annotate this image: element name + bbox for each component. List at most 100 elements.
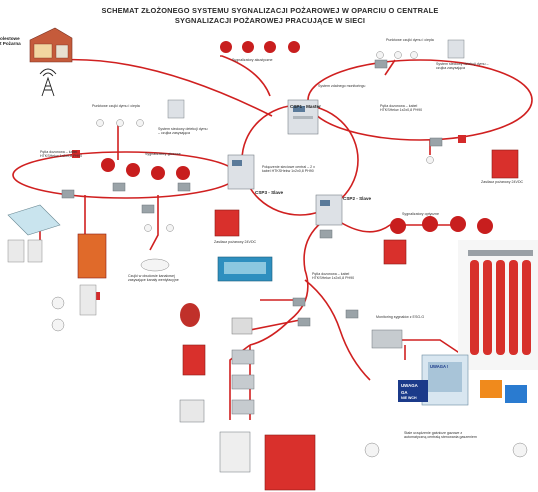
fire-panel-mid-label: Zasilacz pożarowy 24VDC: [214, 240, 257, 244]
sirens-right: [390, 216, 493, 234]
relay-module-icon: [231, 374, 255, 390]
skylight-icon: [7, 204, 61, 236]
panel-right: [167, 39, 465, 119]
csp1-panel: [287, 99, 319, 135]
cabinet-icon: [264, 434, 316, 491]
wireless-right-label: System sieciowy detekcji dymu – czujka z…: [436, 62, 489, 71]
loop-bottom-label: Pętla dozorowa – kabel HTKSHekw 1x2x0,8 …: [312, 272, 355, 281]
siren-icon: [390, 218, 406, 234]
fire-station-label: olestowe t Pożarna: [0, 36, 21, 47]
junction-box: [61, 189, 75, 199]
detector-icon: [51, 296, 65, 310]
sirens-mid: [101, 158, 190, 180]
siren-icon: [288, 41, 300, 53]
loop-left-label: Pętla dozorowa – kabel HTKSHekw 1x2x0,8 …: [40, 150, 83, 159]
sirens-top: [220, 41, 300, 53]
remote-monitoring-label: System zdalnego monitoringu: [318, 84, 366, 88]
siren-icon: [477, 218, 493, 234]
panel-ga: GA: [401, 390, 408, 395]
junction-box: [292, 297, 306, 307]
power-supply-icon: [491, 149, 519, 179]
power-supply-icon: [182, 344, 206, 376]
diagram-title: SCHEMAT ZŁOŻONEGO SYSTEMU SYGNALIZACJI P…: [80, 6, 460, 26]
diagram-title-line1: SCHEMAT ZŁOŻONEGO SYSTEMU SYGNALIZACJI P…: [101, 6, 439, 15]
siren-icon: [264, 41, 276, 53]
csp2-label: CSP2 - Slave: [343, 196, 372, 201]
detector-icon: [426, 156, 434, 164]
siren-icon: [151, 166, 165, 180]
junction-box: [319, 229, 333, 239]
duct-detector-icon: [140, 258, 170, 272]
detector-icon: [512, 442, 528, 458]
junction-boxes: [61, 59, 443, 327]
fire-station-label-line2: t Pożarna: [0, 41, 21, 47]
module-icon: [7, 239, 25, 263]
modules-left: [7, 239, 97, 316]
detector-icon: [136, 119, 144, 127]
detector-icon: [410, 51, 418, 59]
junction-box: [374, 59, 388, 69]
monitoring-label: Monitoring sygnałów z ESG-G: [376, 315, 425, 319]
smoke-detectors-right-label: Punktowe czujki dymu i ciepła: [386, 38, 434, 42]
junction-box: [141, 204, 155, 214]
detector-icon: [51, 318, 65, 332]
gas-cylinders: [458, 240, 538, 370]
siren-icon: [450, 216, 466, 232]
siren-icon: [422, 216, 438, 232]
call-point-icon: [72, 150, 80, 158]
fire-station-building: [29, 27, 73, 63]
panel-uwaga2: UWAGA !: [430, 364, 449, 369]
smoke-detectors-left-label: Punktowe czujki dymu i ciepła: [92, 104, 140, 108]
module-icon: [27, 239, 43, 263]
door-holder-icon: [219, 431, 251, 473]
aspirating-unit: [217, 256, 273, 282]
detectors: [51, 51, 528, 458]
siren-feed-right: [339, 221, 460, 233]
relay-module-icon: [231, 349, 255, 365]
junction-box: [112, 182, 126, 192]
detector-icon: [116, 119, 124, 127]
diagram-title-line2: SYGNALIZACJI POŻAROWEJ PRACUJĄCE W SIECI: [174, 16, 366, 25]
siren-icon: [101, 158, 115, 172]
detector-icon: [144, 224, 152, 232]
relay-modules: [179, 329, 403, 473]
valve-icon: [180, 303, 253, 335]
bottom-loop-c: [304, 279, 371, 381]
drop-4: [149, 195, 159, 251]
call-point-icon: [458, 135, 466, 143]
sirens-right-label: Sygnalizatory optyczne: [402, 212, 439, 216]
damper-icon: [179, 399, 205, 423]
drop-2: [384, 59, 396, 76]
relay-module-icon: [371, 329, 403, 349]
junction-box: [345, 309, 359, 319]
relay-module-icon: [231, 399, 255, 415]
siren-feed-top: [220, 55, 271, 97]
detector-icon: [96, 119, 104, 127]
wireless-left-label: System sieciowy detekcji dymu – czujka z…: [158, 127, 208, 136]
network-label: Połączenie sieciowe central – 2 x kabel …: [262, 165, 315, 174]
panel-nie-wch: NIE WCH: [401, 396, 417, 400]
junction-box: [297, 317, 311, 327]
power-supply-icon: [214, 209, 240, 237]
right-loop: [307, 59, 533, 141]
detector-icon: [166, 224, 174, 232]
siren-icon: [220, 41, 232, 53]
detector-icon: [394, 51, 402, 59]
detector-icon: [364, 442, 380, 458]
panel-uwaga1: UWAGA: [401, 383, 418, 388]
siren-icon: [126, 163, 140, 177]
control-unit-icon: [77, 233, 107, 279]
power-supply-icon: [383, 239, 407, 265]
bottom-loop-a: [249, 221, 323, 346]
siren-icon: [242, 41, 254, 53]
csp1-label: CSP1 - Master: [290, 104, 321, 109]
loop-lines: [12, 55, 533, 420]
drop-11: [249, 319, 301, 331]
power-supplies: [77, 149, 519, 491]
duct-detectors-label: Czujki w obudowie kanałowej zasysające k…: [128, 274, 179, 283]
loop-right-label: Pętla dozorowa – kabel HTKSHekw 1x2x0,8 …: [380, 104, 423, 113]
siren-icon: [176, 166, 190, 180]
module-icon: [79, 284, 97, 316]
